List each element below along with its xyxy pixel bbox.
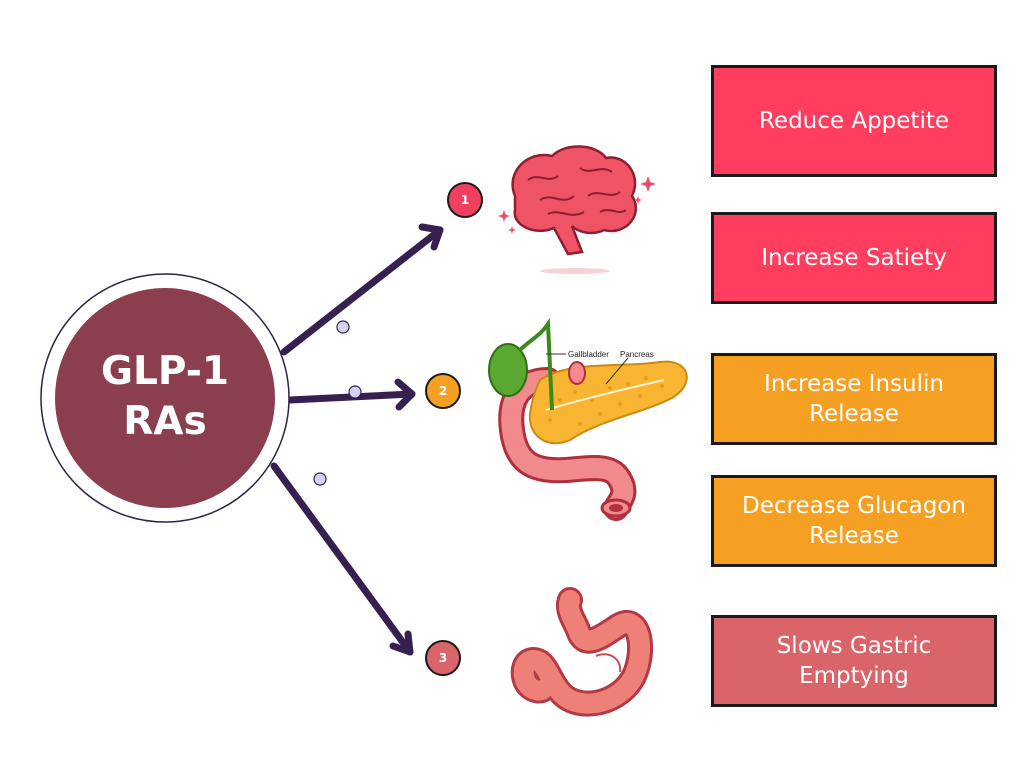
effect-label-line-2: Release [809,523,899,549]
stomach-icon [510,587,653,717]
effect-label-line-2: Release [809,401,899,427]
step-number: 1 [460,193,470,207]
dot [336,320,350,334]
brain-icon [498,145,656,274]
effect-label-line-1: Slows Gastric [776,633,932,659]
effect-label-line-1: Decrease Glucagon [742,493,966,519]
step-badge-1: 1 [447,182,483,218]
effect-slows-gastric-emptying: Slows Gastric Emptying [711,615,997,707]
dot [348,385,362,399]
step-number: 3 [438,651,448,665]
effect-label: Reduce Appetite [758,108,950,134]
gallbladder-label: Gallbladder [568,350,609,359]
decorative-dots [313,320,362,486]
effect-increase-insulin: Increase Insulin Release [711,353,997,445]
arrow-to-pancreas-head [394,378,416,411]
effect-label-line-1: Increase Insulin [764,371,944,397]
step-badge-3: 3 [425,640,461,676]
step-badge-2: 2 [425,373,461,409]
pancreas-icon: Gallbladder Pancreas [488,317,688,521]
hub-label: GLP-1 RAs [60,322,270,472]
arrow-to-brain [280,226,444,356]
arrow-to-stomach [270,462,414,656]
hub-circle [55,288,275,508]
hub-label-line-1: GLP-1 [100,349,230,394]
arrow-to-stomach-head [389,630,414,656]
effect-increase-satiety: Increase Satiety [711,212,997,304]
effect-label-line-2: Emptying [799,663,909,689]
arrows [270,223,444,656]
effect-decrease-glucagon: Decrease Glucagon Release [711,475,997,567]
effect-reduce-appetite: Reduce Appetite [711,65,997,177]
dot [313,472,327,486]
step-number: 2 [438,384,448,398]
hub-label-line-2: RAs [123,399,207,444]
pancreas-label: Pancreas [620,350,654,359]
effect-label: Increase Satiety [761,245,947,271]
arrow-to-brain-head [418,223,444,251]
